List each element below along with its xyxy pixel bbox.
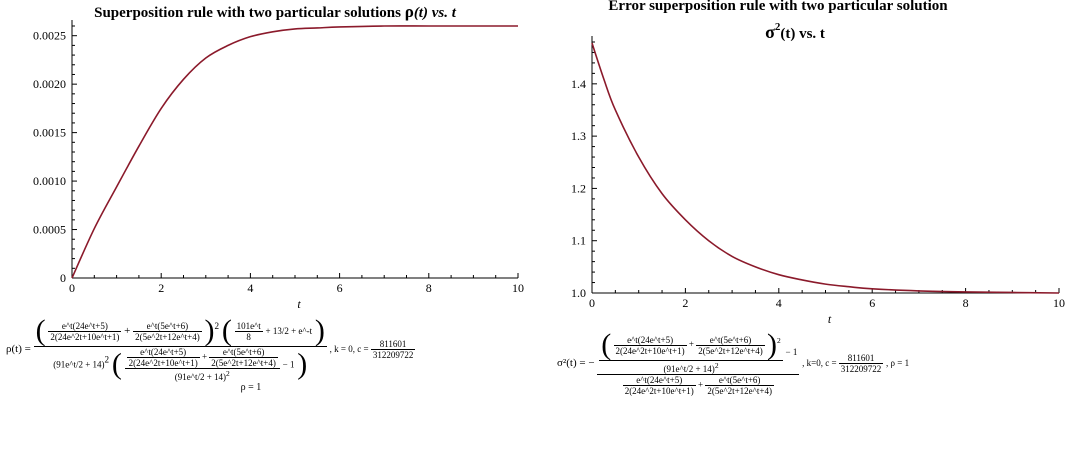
chart-title-suffix: (t) vs. t (414, 5, 457, 21)
chart-title-sup: 2 (775, 21, 781, 33)
sigma-term2-den: 2(5e^2t+12e^t+4) (698, 345, 763, 356)
rho-term2-num: e^t(5e^t+6) (133, 321, 202, 332)
rho-inner-square: 2 (226, 369, 230, 378)
chart-title-text: Superposition rule with two particular s… (94, 5, 405, 21)
sigma-params: , k=0, c = (802, 358, 839, 368)
y-tick-label: 0.0015 (33, 126, 66, 140)
x-tick-label: 0 (589, 296, 595, 310)
series-line-rho-0 (71, 25, 518, 279)
sigma-formula-main-fraction: ( e^t(24e^t+5)2(24e^2t+10e^t+1) + e^t(5e… (597, 330, 800, 396)
sigma-term1-den: 2(24e^2t+10e^t+1) (615, 345, 685, 356)
rho-formula: ρ(t) = ( e^t(24e^t+5)2(24e^2t+10e^t+1) +… (6, 316, 496, 393)
sigma-c-num: 811601 (838, 353, 884, 364)
rho-den-square: 2 (104, 354, 110, 365)
sigma-term2-num: e^t(5e^t+6) (696, 335, 765, 346)
chart-title: Superposition rule with two particular s… (94, 2, 457, 21)
y-tick-label: 0.0025 (33, 29, 66, 43)
rho-term1-den: 2(24e^2t+10e^t+1) (50, 331, 120, 342)
x-tick-label: 8 (963, 296, 969, 310)
rho-inner-den-factor: (91e^t/2 + 14) (174, 372, 227, 382)
rho-square: 2 (214, 320, 220, 331)
rho-den-term2-den: 2(5e^2t+12e^t+4) (211, 358, 276, 368)
x-tick-label: 8 (426, 281, 432, 295)
sigma-plus: + (688, 339, 694, 350)
sigma-term1-num: e^t(24e^t+5) (613, 335, 687, 346)
chart-title-line2: σ2(t) vs. t (765, 21, 825, 42)
rho-c-den: 312209722 (372, 349, 414, 360)
rho-formula-lhs: ρ(t) = (6, 343, 31, 355)
y-tick-label: 1.3 (571, 129, 586, 143)
rho-den-term1-num: e^t(24e^t+5) (126, 347, 200, 358)
sigma-minus-one: − 1 (785, 347, 798, 357)
sigma-den-term2-num: e^t(5e^t+6) (705, 375, 774, 386)
y-tick-label: 1.1 (571, 234, 586, 248)
chart-title-symbol: σ (765, 22, 775, 42)
y-tick-label: 1.4 (571, 77, 586, 91)
rho-term1-num: e^t(24e^t+5) (48, 321, 122, 332)
chart-title: Error superposition rule with two partic… (608, 0, 948, 14)
sigma-c-den: 312209722 (840, 363, 882, 374)
y-tick-label: 1.0 (571, 286, 586, 300)
x-tick-label: 0 (69, 281, 75, 295)
rho-den-plus: + (201, 351, 208, 362)
x-tick-label: 4 (776, 296, 782, 310)
rho-c-num: 811601 (370, 339, 416, 350)
x-tick-label: 6 (337, 281, 343, 295)
rho-factor-tail: + 13/2 + e^-t (265, 326, 313, 336)
y-tick-label: 0 (60, 271, 66, 285)
x-tick-label: 10 (512, 281, 524, 295)
x-tick-label: 10 (1053, 296, 1065, 310)
rho-params: , k = 0, c = (329, 344, 371, 354)
sigma-den-term2-den: 2(5e^2t+12e^t+4) (707, 386, 772, 396)
x-tick-label: 2 (682, 296, 688, 310)
x-tick-label: 4 (247, 281, 253, 295)
chart-title-symbol: ρ (405, 2, 414, 21)
rho-plus: + (124, 325, 131, 337)
y-tick-label: 0.0020 (33, 77, 66, 91)
chart-title-suffix: (t) vs. t (780, 26, 825, 42)
y-tick-label: 0.0005 (33, 223, 66, 237)
y-tick-label: 1.2 (571, 181, 586, 195)
rho-factor-num: 101e^t (234, 320, 263, 332)
rho-den-term1-den: 2(24e^2t+10e^t+1) (128, 358, 198, 368)
rho-formula-main-fraction: ( e^t(24e^t+5)2(24e^2t+10e^t+1) + e^t(5e… (33, 314, 327, 382)
rho-term2-den: 2(5e^2t+12e^t+4) (135, 331, 200, 342)
x-tick-label: 6 (869, 296, 875, 310)
rho-den-term2-num: e^t(5e^t+6) (209, 347, 278, 358)
x-axis-label: t (828, 312, 832, 326)
series-line-sigma-0 (591, 42, 1060, 294)
sigma-formula-lhs: σ²(t) = − (557, 357, 595, 369)
sigma-formula: σ²(t) = − ( e^t(24e^t+5)2(24e^2t+10e^t+1… (557, 330, 910, 397)
sigma-rho-tail: , ρ = 1 (886, 358, 910, 368)
sigma-den-square: 2 (714, 361, 719, 370)
rho-eq-one: ρ = 1 (240, 382, 262, 393)
sigma-den-plus: + (698, 379, 704, 390)
sigma-den-term1-num: e^t(24e^t+5) (622, 375, 696, 386)
sigma-den-factor: (91e^t/2 + 14) (663, 364, 715, 374)
rho-minus-one: − 1 (282, 359, 295, 370)
rho-chart: Superposition rule with two particular s… (33, 2, 524, 311)
left-chart-panel: Superposition rule with two particular s… (6, 2, 524, 393)
x-axis-label: t (297, 297, 301, 311)
sigma-chart: Error superposition rule with two partic… (571, 0, 1065, 326)
sigma-square: 2 (777, 336, 781, 346)
y-tick-label: 0.0010 (33, 174, 66, 188)
rho-den-factor: (91e^t/2 + 14) (53, 359, 105, 370)
rho-factor-den: 8 (246, 331, 251, 342)
x-tick-label: 2 (158, 281, 164, 295)
right-chart-panel: Error superposition rule with two partic… (535, 0, 1070, 452)
sigma-den-term1-den: 2(24e^2t+10e^t+1) (624, 386, 694, 396)
